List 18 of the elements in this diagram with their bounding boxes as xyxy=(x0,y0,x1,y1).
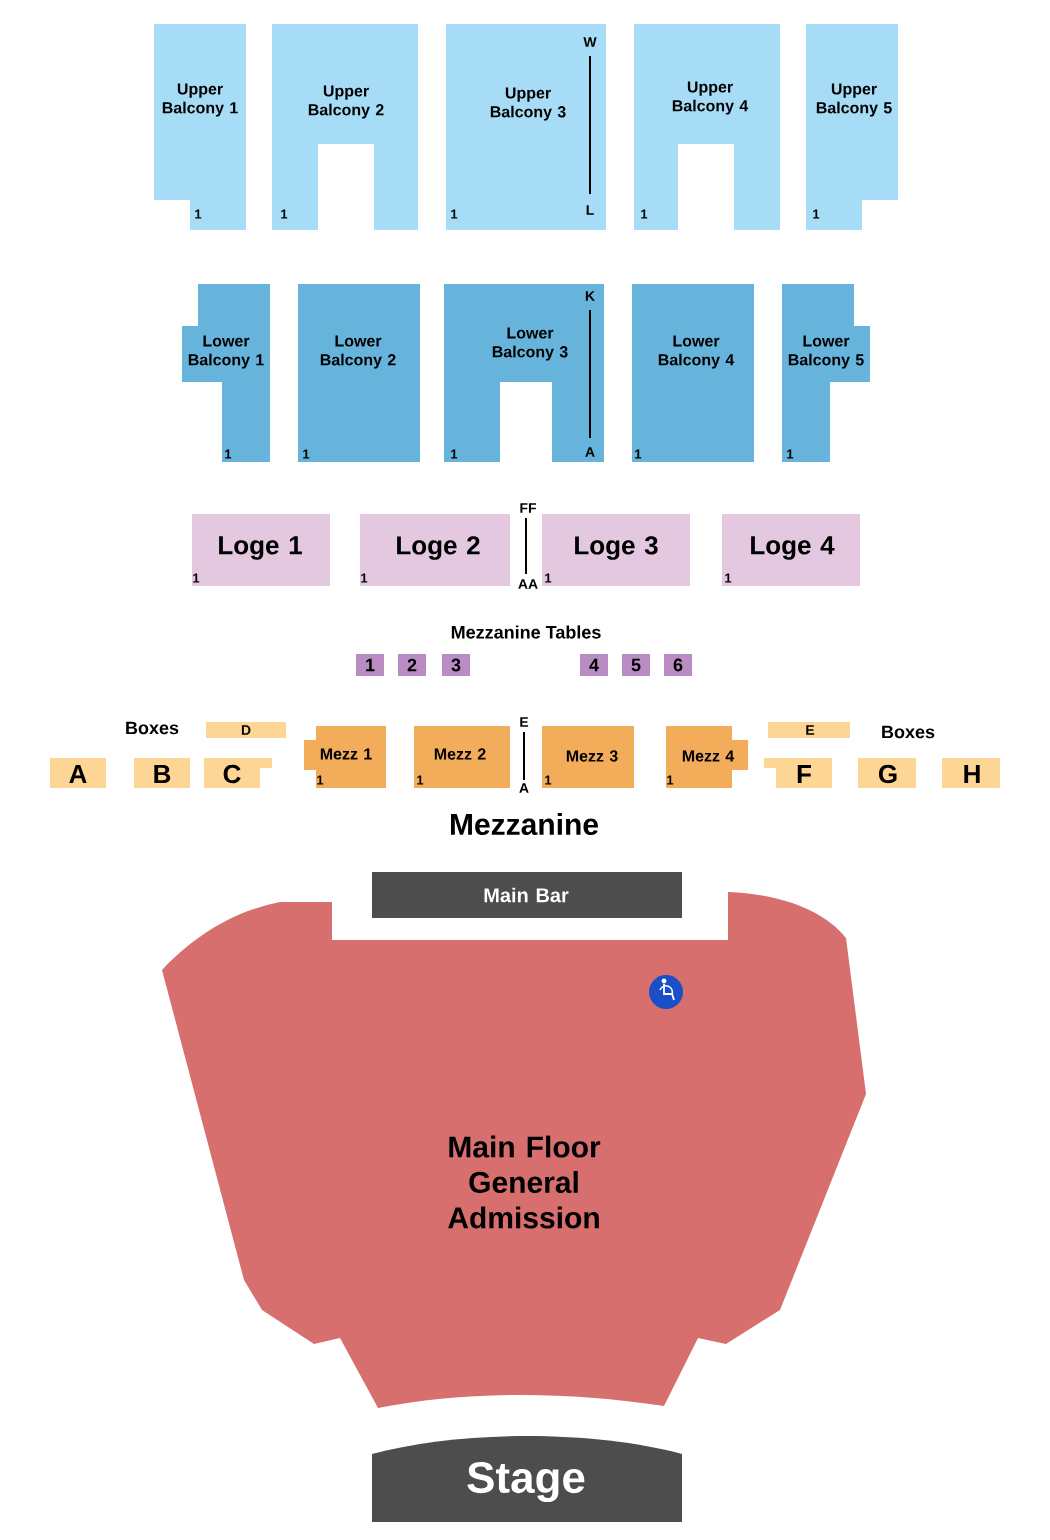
table-block: 1 xyxy=(356,654,384,676)
box-section: C xyxy=(204,758,272,788)
table-block: 2 xyxy=(398,654,426,676)
table-block: 4 xyxy=(580,654,608,676)
box-section: G xyxy=(858,758,916,788)
box-section: H xyxy=(942,758,1000,788)
table-block: 3 xyxy=(442,654,470,676)
table-block: 6 xyxy=(664,654,692,676)
box-section: A xyxy=(50,758,106,788)
section-heading: Mezzanine Tables xyxy=(451,625,601,639)
box-section: B xyxy=(134,758,190,788)
bar-block: Main Bar xyxy=(372,872,682,918)
section-heading: Mezzanine xyxy=(451,813,598,835)
table-block: 5 xyxy=(622,654,650,676)
section-heading: Boxes xyxy=(126,721,179,735)
section-heading: Boxes xyxy=(882,725,935,739)
stage-block: Stage xyxy=(372,1436,682,1522)
box-section: F xyxy=(764,758,832,788)
